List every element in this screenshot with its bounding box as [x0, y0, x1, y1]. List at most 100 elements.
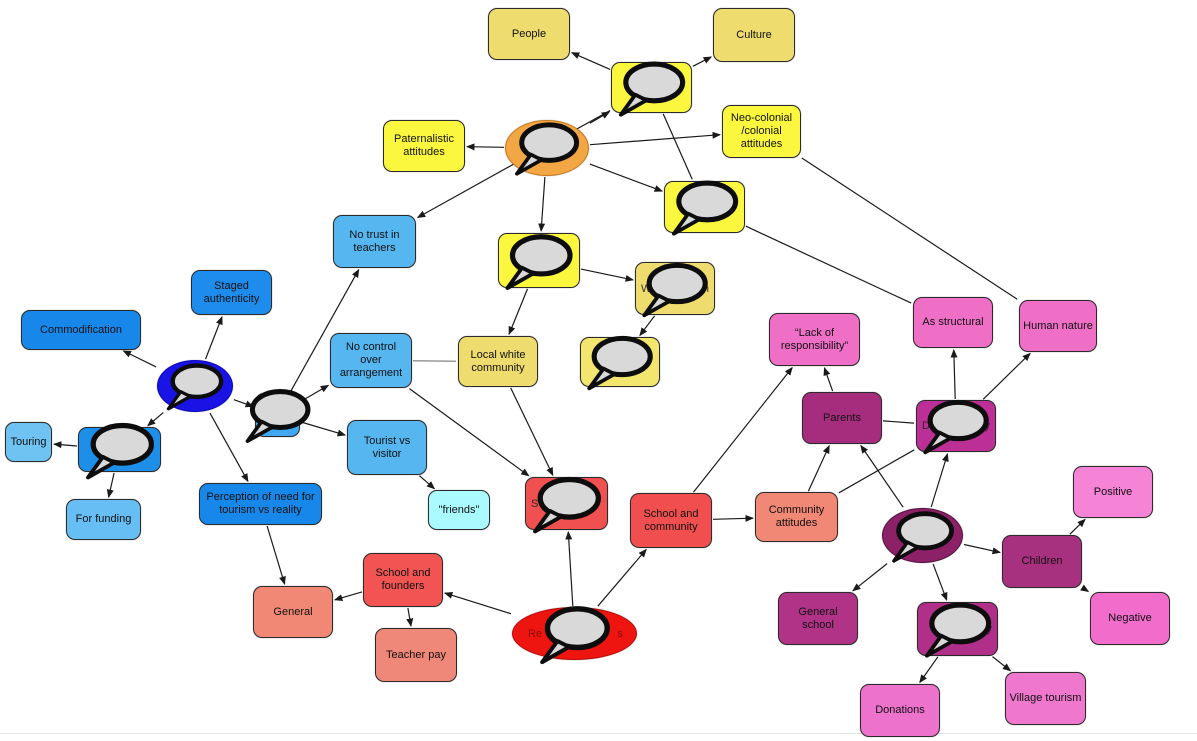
node-staged-authenticity[interactable]: Staged authenticity	[191, 270, 272, 315]
node-no-control[interactable]: No control over arrangement	[330, 333, 412, 388]
node-label: Neo-colonial /colonial attitudes	[730, 112, 793, 150]
node-commodification[interactable]: Commodification	[21, 310, 141, 350]
node-culture[interactable]: Culture	[713, 8, 795, 62]
node-community-attitudes[interactable]: Community attitudes	[755, 492, 838, 542]
node-donations[interactable]: Donations	[860, 684, 940, 737]
edge-tourist-vs-visitor--friends	[419, 475, 436, 490]
node-village-tourism[interactable]: Village tourism	[1005, 672, 1086, 725]
edge-parents--bubble-purple-top	[882, 420, 915, 424]
node-label: As structural	[922, 316, 984, 329]
node-neo-colonial[interactable]: Neo-colonial /colonial attitudes	[722, 105, 801, 158]
edge-blue-ellipse--commodification	[122, 350, 157, 368]
edge-children--negative	[1080, 584, 1090, 593]
edge-bubble-yellow-mid--local-white	[508, 288, 529, 336]
node-children[interactable]: Children	[1002, 535, 1082, 588]
node-label: General	[273, 605, 313, 618]
node-bubble-yellow-mid[interactable]	[498, 233, 580, 290]
node-label: For funding	[75, 513, 132, 526]
edge-neo-colonial--human-nature	[801, 157, 1018, 300]
edge-perception--general	[266, 525, 286, 586]
node-purple-ellipse[interactable]	[882, 508, 963, 563]
node-orange-ellipse[interactable]	[505, 120, 589, 176]
edge-blue-ellipse--small-blue-bubble	[233, 399, 255, 408]
node-general-school[interactable]: General school	[778, 592, 858, 645]
edge-school-founders--teacher-pay	[406, 607, 414, 627]
speech-bubble-icon	[921, 397, 991, 455]
node-blue-ellipse[interactable]	[157, 360, 233, 412]
node-local-white[interactable]: Local white community	[458, 336, 538, 387]
node-general[interactable]: General	[253, 586, 333, 638]
node-label: “Lack of responsibility”	[780, 326, 849, 352]
node-label: Community attitudes	[768, 504, 825, 529]
node-school-community[interactable]: School and community	[630, 493, 712, 548]
edge-bubble-yellow-right--as-structural	[745, 225, 912, 304]
edge-local-white--bubble-red	[510, 387, 554, 477]
edge-bubble-yellow-mid--white-node	[580, 268, 634, 282]
node-label: Staged authenticity	[203, 279, 260, 305]
node-label-fragment: y	[986, 623, 993, 635]
node-friends[interactable]: "friends"	[428, 490, 490, 530]
node-bubble-red[interactable]: S	[525, 474, 608, 533]
edge-bubble-purple-bottom--village-tourism	[992, 656, 1012, 672]
edge-purple-ellipse--bubble-purple-top	[930, 452, 949, 508]
node-label-fragment: Re	[528, 627, 543, 640]
edge-red-ellipse--bubble-red	[565, 531, 574, 607]
node-people[interactable]: People	[488, 8, 570, 60]
node-label: No control over arrangement	[339, 341, 403, 379]
speech-bubble-icon	[922, 600, 993, 658]
node-as-structural[interactable]: As structural	[913, 297, 993, 348]
edge-bubble-people-culture--bubble-yellow-right	[662, 113, 693, 180]
edge-blue-bubble-left--touring	[53, 441, 78, 449]
node-label: People	[511, 27, 547, 40]
node-positive[interactable]: Positive	[1073, 466, 1153, 518]
node-label: Parents	[823, 411, 861, 424]
node-bubble-people-culture[interactable]	[611, 60, 692, 117]
node-bubble-purple-bottom[interactable]: y	[917, 600, 998, 658]
speech-bubble-icon	[616, 59, 687, 117]
speech-bubble-icon	[585, 333, 655, 391]
node-human-nature[interactable]: Human nature	[1019, 300, 1097, 352]
node-bubble-yellow-low[interactable]	[580, 335, 660, 391]
node-bubble-yellow-right[interactable]	[664, 180, 745, 236]
edge-school-community--lack-responsibility	[692, 366, 793, 493]
node-label-fragment: n	[702, 282, 709, 295]
node-touring[interactable]: Touring	[5, 422, 52, 462]
edge-orange-ellipse--bubble-people-culture	[589, 111, 611, 124]
node-label: General school	[798, 605, 838, 631]
edge-blue-ellipse--blue-bubble-left	[147, 412, 164, 427]
edge-small-blue-bubble--no-trust	[289, 268, 360, 393]
speech-bubble-icon	[165, 361, 226, 411]
edge-school-community--community-attitudes	[712, 514, 754, 522]
edge-small-blue-bubble--no-control	[300, 384, 330, 402]
node-school-founders[interactable]: School and founders	[363, 553, 443, 607]
node-for-funding[interactable]: For funding	[66, 499, 141, 540]
edge-bubble-people-culture--culture	[692, 56, 713, 67]
node-label: Positive	[1093, 485, 1133, 498]
edge-blue-ellipse--staged-authenticity	[204, 315, 223, 360]
speech-bubble-icon	[530, 474, 603, 533]
node-paternalistic[interactable]: Paternalistic attitudes	[383, 120, 465, 172]
node-label: Tourist vs visitor	[363, 434, 411, 460]
edge-parents--lack-responsibility	[823, 366, 834, 392]
node-label: No trust in teachers	[349, 228, 400, 254]
node-label-fragment: W	[641, 282, 652, 295]
node-teacher-pay[interactable]: Teacher pay	[375, 628, 457, 682]
edge-orange-ellipse--neo-colonial	[589, 131, 721, 146]
node-parents[interactable]: Parents	[802, 392, 882, 444]
window-bottom-edge	[0, 733, 1197, 734]
node-label-fragment: D	[922, 420, 930, 432]
edge-purple-ellipse--bubble-purple-bottom	[932, 563, 948, 602]
node-lack-responsibility[interactable]: “Lack of responsibility”	[769, 313, 860, 366]
node-tourist-vs-visitor[interactable]: Tourist vs visitor	[347, 420, 427, 475]
node-small-blue-bubble[interactable]	[245, 389, 310, 444]
node-negative[interactable]: Negative	[1090, 592, 1170, 645]
node-perception[interactable]: Perception of need for tourism vs realit…	[199, 483, 322, 525]
node-label: Children	[1021, 555, 1063, 568]
node-no-trust[interactable]: No trust in teachers	[333, 215, 416, 268]
node-label: School and founders	[375, 567, 431, 592]
node-blue-bubble-left[interactable]	[78, 422, 161, 479]
